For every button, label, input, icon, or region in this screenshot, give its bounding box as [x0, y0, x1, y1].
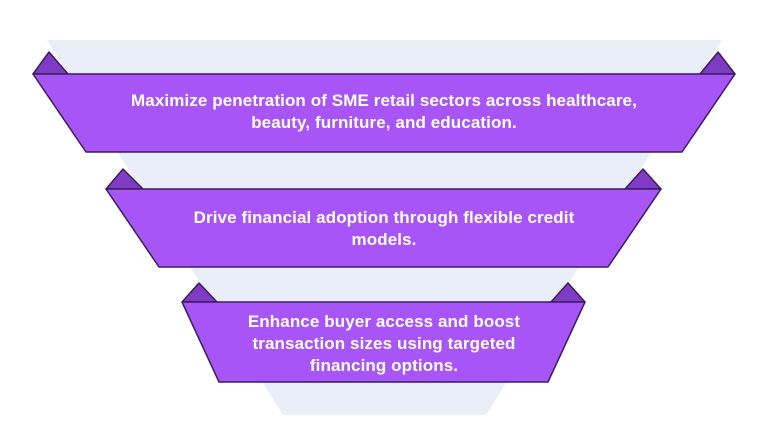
funnel-band-2 [105, 168, 662, 268]
stage-3-text: Enhance buyer access and boost transacti… [247, 312, 521, 375]
band-3-shape [181, 301, 586, 383]
band-1-shape [32, 73, 736, 153]
stage-1-text: Maximize penetration of SME retail secto… [131, 91, 637, 132]
funnel-band-3 [181, 282, 586, 383]
band-2-shape [105, 188, 662, 268]
funnel-band-1 [32, 51, 736, 153]
stage-2-text: Drive financial adoption through flexibl… [193, 208, 575, 249]
